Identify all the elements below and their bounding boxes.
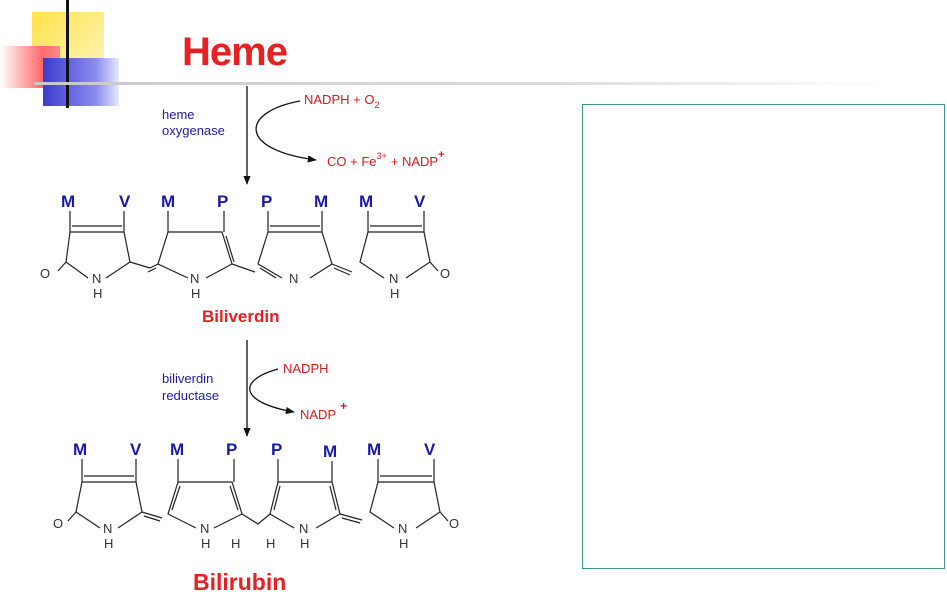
biliverdin-ring-b <box>157 211 235 279</box>
page-title: Heme <box>182 30 288 74</box>
bilirubin-sub-p2: P <box>271 440 282 459</box>
biliverdin-atom-o-left: O <box>40 266 50 281</box>
bilirubin-structure: M V M P P M M V O N H N H H H N H N H O <box>53 440 459 551</box>
step2-cofactor-in: NADPH <box>283 361 329 376</box>
step1-curved-arrow <box>255 100 317 163</box>
step2-curved-arrow <box>249 368 295 415</box>
bilirubin-atom-h-ch2a: H <box>231 536 240 551</box>
biliverdin-structure: M V M P P M M V O N H N H N N H O <box>40 192 450 301</box>
biliverdin-atom-n1: N <box>92 271 101 286</box>
bilirubin-atom-n4: N <box>398 521 407 536</box>
bilirubin-bridge-1 <box>141 511 163 522</box>
step1-enzyme-line2: oxygenase <box>162 123 225 138</box>
step1-enzyme-line1: heme <box>162 107 195 122</box>
biliverdin-atom-n3: N <box>289 271 298 286</box>
biliverdin-atom-o-right: O <box>440 266 450 281</box>
step2-enzyme-line2: reductase <box>162 388 219 403</box>
biliverdin-bridge-2 <box>231 263 256 273</box>
empty-text-box <box>582 104 945 569</box>
bilirubin-atom-n1: N <box>103 521 112 536</box>
bilirubin-sub-v1: V <box>130 440 142 459</box>
biliverdin-ring-c <box>257 211 333 279</box>
bilirubin-ring-a <box>67 459 143 529</box>
bilirubin-atom-h2: H <box>201 536 210 551</box>
bilirubin-sub-m2: M <box>170 440 184 459</box>
bilirubin-atom-o-right: O <box>449 516 459 531</box>
biliverdin-ring-a <box>65 211 131 263</box>
bilirubin-sub-p1: P <box>226 440 237 459</box>
biliverdin-sub-p2: P <box>261 192 272 211</box>
bilirubin-atom-n3: N <box>299 521 308 536</box>
step1-cofactor-in: NADPH + O2 <box>304 92 379 110</box>
bilirubin-sub-m1: M <box>73 440 87 459</box>
step2-enzyme-line1: biliverdin <box>162 371 213 386</box>
biliverdin-atom-n2: N <box>190 271 199 286</box>
deco-vertical-line <box>66 0 69 108</box>
bilirubin-bridge-3 <box>339 513 363 524</box>
bilirubin-sub-m4: M <box>367 440 381 459</box>
biliverdin-sub-m2: M <box>161 192 175 211</box>
bilirubin-atom-o-left: O <box>53 516 63 531</box>
biliverdin-ring-d <box>359 211 439 279</box>
biliverdin-bridge-1 <box>147 263 159 273</box>
biliverdin-atom-h2: H <box>191 286 200 301</box>
biliverdin-sub-v1: V <box>119 192 131 211</box>
bilirubin-ring-d <box>369 459 449 529</box>
bilirubin-atom-h4: H <box>399 536 408 551</box>
title-underline <box>34 82 894 85</box>
step2-cofactor-out: NADP+ <box>300 399 347 422</box>
bilirubin-sub-m3: M <box>323 442 337 461</box>
biliverdin-sub-m3: M <box>314 192 328 211</box>
biliverdin-atom-h1: H <box>93 286 102 301</box>
step1-products: CO + Fe3++ NADP+ <box>327 149 445 169</box>
bilirubin-name: Bilirubin <box>193 569 286 595</box>
biliverdin-bridge-3 <box>331 263 353 276</box>
bilirubin-atom-h-ch2b: H <box>266 536 275 551</box>
biliverdin-sub-v2: V <box>414 192 426 211</box>
biliverdin-sub-m4: M <box>359 192 373 211</box>
bilirubin-sub-v2: V <box>424 440 436 459</box>
biliverdin-ring-a-lower <box>57 261 151 279</box>
bilirubin-ring-c <box>269 459 341 529</box>
biliverdin-atom-n4: N <box>389 271 398 286</box>
bilirubin-atom-h1: H <box>104 536 113 551</box>
bilirubin-atom-h3: H <box>300 536 309 551</box>
biliverdin-sub-p1: P <box>217 192 228 211</box>
biliverdin-name: Biliverdin <box>202 307 279 326</box>
bilirubin-ring-b <box>167 459 243 529</box>
bilirubin-ch2-bridge <box>241 513 271 525</box>
bilirubin-atom-n2: N <box>200 521 209 536</box>
biliverdin-sub-m1: M <box>61 192 75 211</box>
biliverdin-atom-h4: H <box>390 286 399 301</box>
